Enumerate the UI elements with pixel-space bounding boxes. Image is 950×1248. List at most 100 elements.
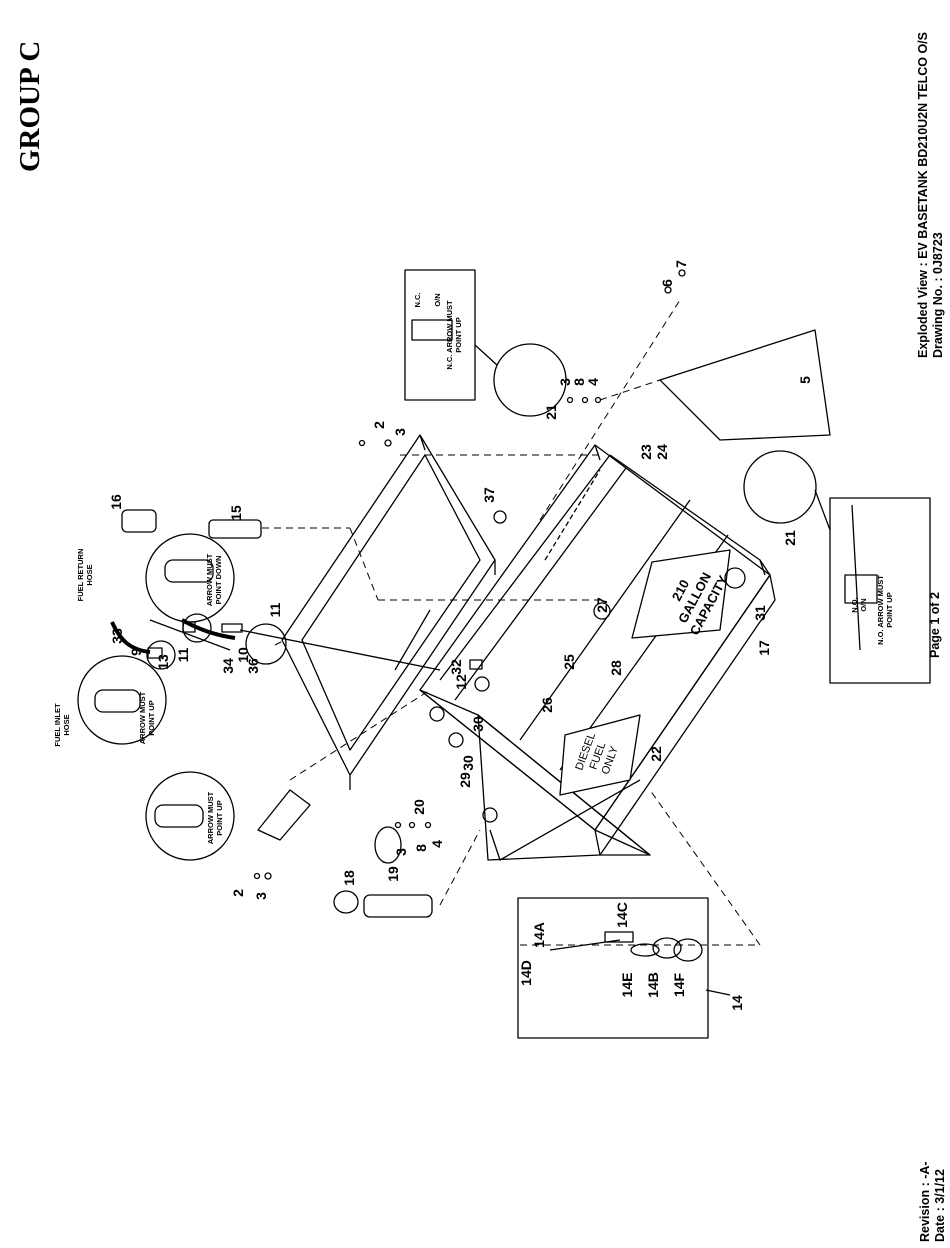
sender-kit-14-inset (517, 897, 709, 1039)
return-arrow-2: POINT UP (215, 800, 224, 835)
item-33: 33 (109, 628, 125, 644)
inlet-arrow-up-label: ARROW MUST POINT UP (138, 691, 156, 744)
return-label-2: HOSE (85, 564, 94, 585)
item-7: 7 (673, 260, 689, 268)
detail-ring-11 (182, 613, 212, 643)
item-11-right: 11 (267, 602, 283, 617)
detail-ring-11b (245, 623, 287, 665)
item-13: 13 (155, 654, 171, 670)
fitting-27 (593, 602, 611, 620)
item-11-left: 11 (175, 647, 191, 662)
detail-arrow-down (145, 533, 235, 623)
item-18: 18 (341, 870, 357, 886)
grommet-37 (493, 510, 507, 524)
item-9: 9 (128, 648, 144, 656)
item-2-top: 2 (371, 421, 387, 429)
no-arrow-label: N.O. ARROW MUST POINT UP (876, 575, 894, 645)
item-14d: 14D (518, 960, 534, 986)
fitting-36 (221, 623, 243, 633)
detail-inlet-arrow-up (77, 655, 167, 745)
item-3-top: 3 (392, 428, 408, 436)
inlet-label-1: FUEL INLET (53, 703, 62, 747)
item-14f: 14F (671, 972, 687, 997)
item-14: 14 (729, 995, 745, 1011)
sender-14e (652, 937, 682, 959)
arrow-down-1: ARROW MUST (205, 553, 214, 606)
nc-switch-inset (404, 269, 476, 401)
inlet-valve-sketch (94, 689, 141, 713)
tank-end-face (594, 574, 776, 856)
top-frame (281, 434, 496, 790)
nc-tag: N.C. (413, 293, 422, 308)
item-36: 36 (245, 658, 261, 674)
item-31: 31 (752, 605, 768, 621)
return-label-1: FUEL RETURN (76, 549, 85, 602)
detail-nc-switch (493, 343, 567, 417)
item-19: 19 (385, 866, 401, 882)
item-28: 28 (608, 660, 624, 676)
arrow-down-label: ARROW MUST POINT DOWN (205, 553, 223, 606)
item-3-lower: 3 (393, 848, 409, 856)
fuel-type-text: DIESEL FUEL ONLY (573, 731, 621, 776)
item-4-right: 4 (585, 378, 601, 386)
fitting-22 (482, 807, 498, 823)
item-23: 23 (638, 444, 654, 460)
no-switch-inset (829, 497, 931, 684)
nc-arrow-1: N.C. ARROW MUST (445, 300, 454, 370)
return-valve-sketch (164, 559, 214, 583)
item-2-left: 2 (230, 889, 246, 897)
item-27: 27 (594, 597, 610, 613)
item-8-lower: 8 (413, 844, 429, 852)
item-14c: 14C (614, 902, 630, 928)
item-22: 22 (648, 746, 664, 762)
fuel-inlet-hose-label: FUEL INLET HOSE (53, 703, 71, 747)
item-6: 6 (659, 279, 675, 287)
item-14e: 14E (619, 973, 635, 998)
fuel-gauge-31 (724, 567, 746, 589)
item-5: 5 (797, 376, 813, 384)
plug-20 (374, 826, 402, 864)
item-20: 20 (411, 799, 427, 815)
item-30: 30 (470, 716, 486, 732)
nc-switch-body (411, 319, 453, 341)
nc-arrow-label: N.C. ARROW MUST POINT UP (445, 300, 463, 370)
item-3-right: 3 (557, 378, 573, 386)
return-hose-leader (149, 619, 231, 651)
item-numbers: 2 3 2 3 3 8 4 3 8 4 5 6 7 9 10 11 11 12 … (108, 260, 813, 1011)
inlet-arrow-1: ARROW MUST (138, 691, 147, 744)
item-21-upper: 21 (543, 404, 559, 420)
fitting-30b (448, 732, 464, 748)
item-14a: 14A (531, 922, 547, 948)
item-30b: 30 (460, 755, 476, 771)
no-switch-body (844, 574, 878, 604)
detail-ring-9 (146, 640, 176, 670)
return-arrow-up-label: ARROW MUST POINT UP (206, 791, 224, 844)
detail-no-switch (743, 450, 817, 524)
no-arrow-1: N.O. ARROW MUST (876, 575, 885, 645)
return-valve-up-sketch (154, 804, 204, 828)
item-37: 37 (481, 487, 497, 503)
fuel-type-decal-box (559, 714, 641, 796)
inlet-arrow-2: POINT UP (147, 700, 156, 735)
nc-on-tag: O/N (433, 293, 442, 306)
arrow-down-2: POINT DOWN (214, 556, 223, 605)
item-25: 25 (561, 654, 577, 670)
base-tank (419, 444, 776, 861)
frame-inner (301, 454, 481, 751)
sender-14f (673, 938, 703, 962)
item-16: 16 (108, 494, 124, 510)
nc-arrow-2: POINT UP (454, 317, 463, 352)
item-15: 15 (228, 505, 244, 521)
capacity-decal-box (631, 549, 731, 639)
gasket-18 (333, 890, 359, 914)
fitting-30 (474, 676, 490, 692)
fitting-29 (429, 706, 445, 722)
tank-lower-face (477, 714, 651, 861)
fitting-32 (469, 659, 483, 670)
return-arrow-1: ARROW MUST (206, 791, 215, 844)
pipe-19 (363, 894, 433, 918)
item-21-lower: 21 (782, 530, 798, 546)
no-on-tag: O/N (859, 598, 868, 611)
